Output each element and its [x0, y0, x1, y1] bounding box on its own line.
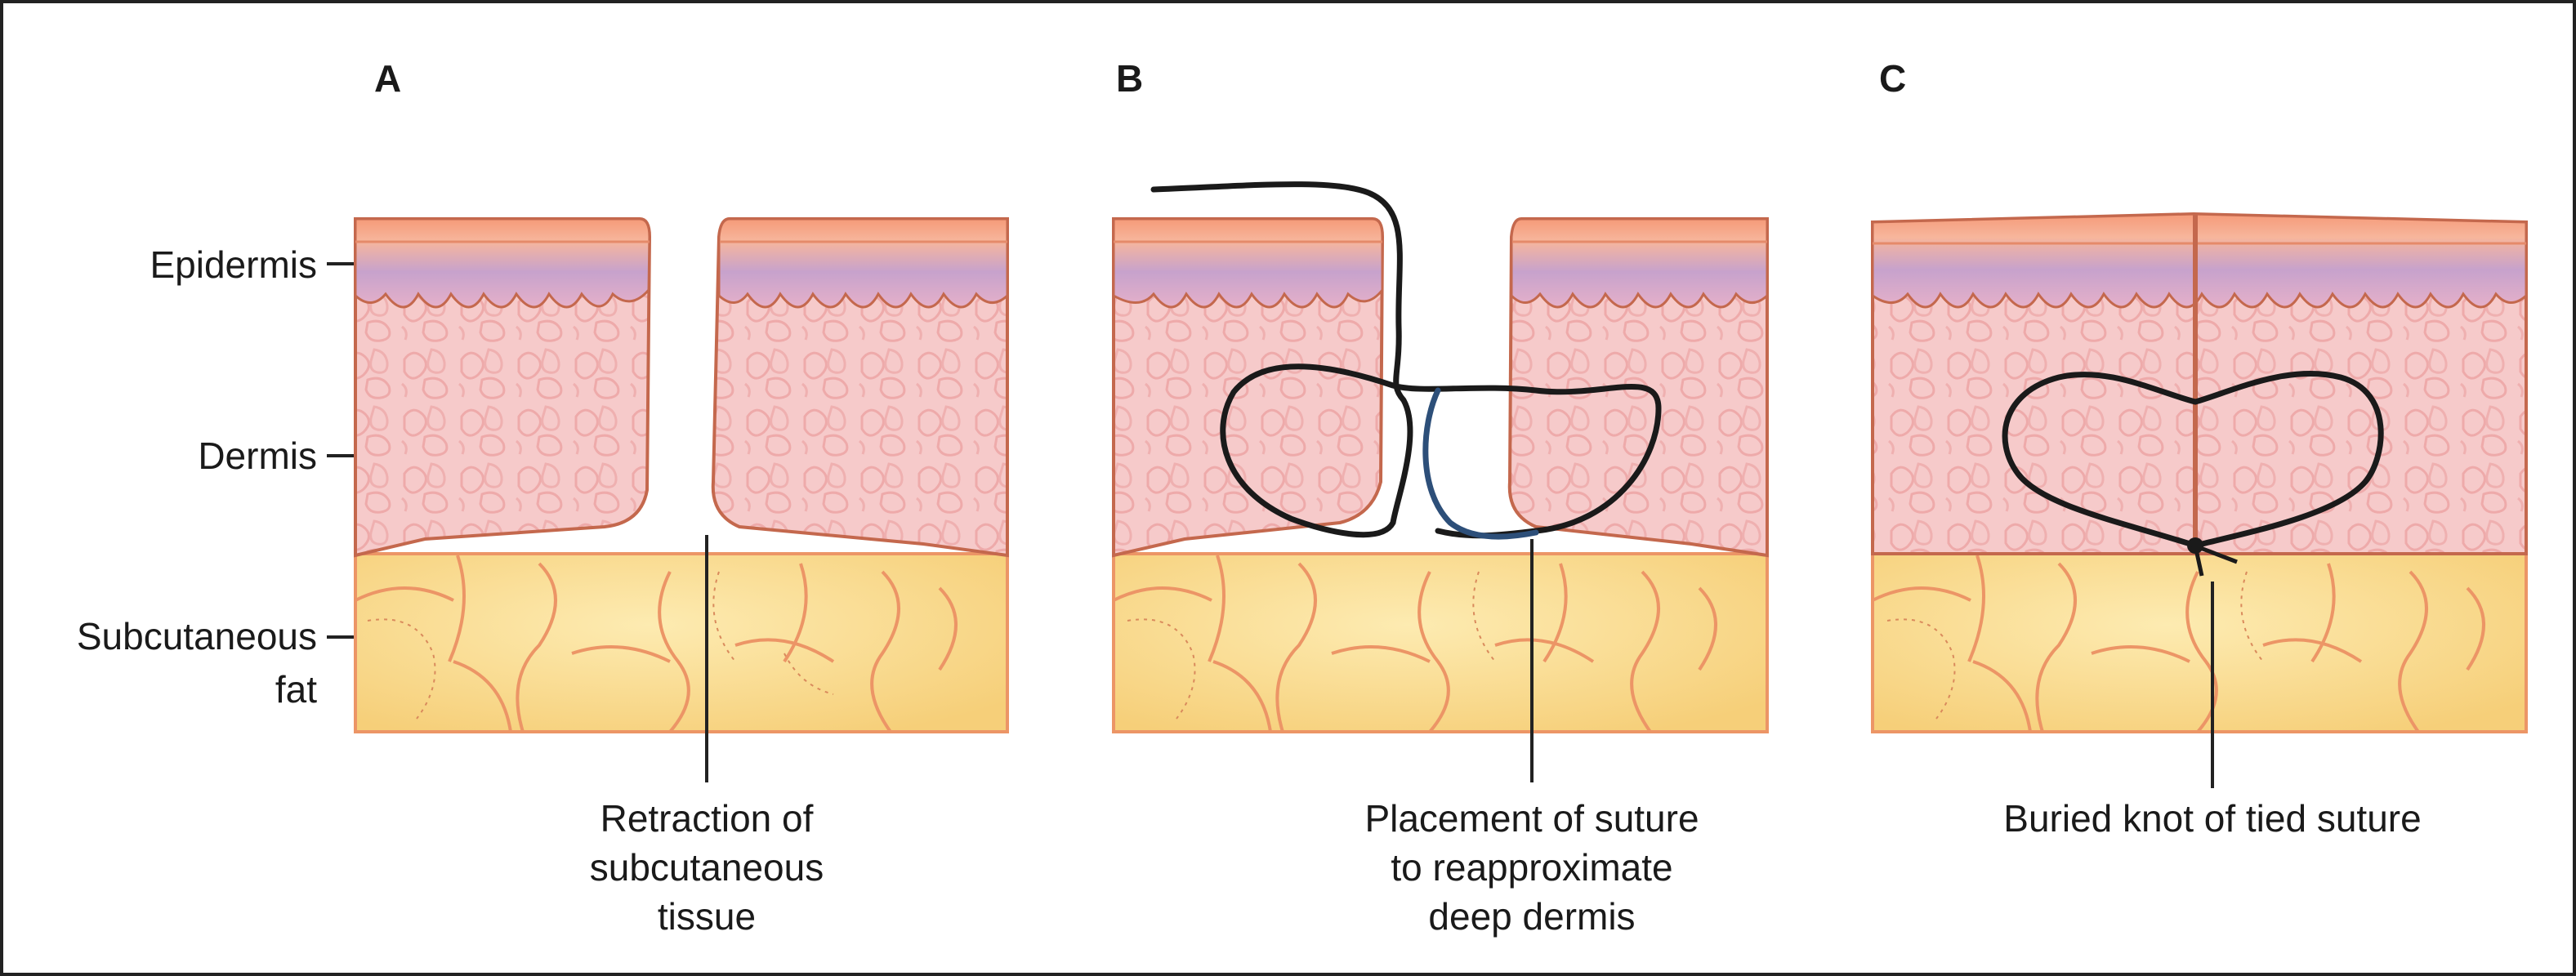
fat-layer-c	[1871, 552, 2528, 733]
suture-thread-b	[1150, 181, 1662, 539]
panel-letter-a: A	[374, 57, 401, 100]
fat-layer-a	[354, 552, 1009, 733]
callout-b-line2: to reapproximate	[1391, 846, 1672, 889]
callout-a-line1: Retraction of	[600, 797, 814, 840]
panel-b: Placement of suture to reapproximate dee…	[1112, 181, 1769, 938]
suture-loop-c	[2002, 370, 2384, 549]
fat-layer-b	[1112, 552, 1769, 733]
label-epidermis: Epidermis	[150, 243, 317, 286]
callout-a-line2: subcutaneous	[590, 846, 824, 889]
panel-a: Retraction of subcutaneous tissue	[354, 217, 1009, 938]
needle-b	[1422, 387, 1539, 540]
panel-c: Buried knot of tied suture	[1871, 212, 2528, 840]
skin-block-a-left	[354, 217, 652, 558]
callout-b-line1: Placement of suture	[1364, 797, 1699, 840]
callout-b-line3: deep dermis	[1428, 895, 1635, 938]
layer-labels: Epidermis Dermis Subcutaneous fat	[77, 243, 364, 711]
callout-a-line3: tissue	[658, 895, 756, 938]
suture-tail-1	[2176, 537, 2238, 564]
label-fat: fat	[275, 668, 317, 711]
suture-tail-2	[2193, 545, 2204, 577]
panel-letter-b: B	[1116, 57, 1143, 100]
label-dermis: Dermis	[198, 435, 317, 477]
callout-c-line1: Buried knot of tied suture	[2003, 797, 2421, 840]
panel-letter-c: C	[1879, 57, 1906, 100]
label-subcutaneous: Subcutaneous	[77, 615, 317, 657]
skin-block-a-right	[711, 217, 1009, 558]
skin-block-c	[1871, 212, 2528, 555]
skin-block-b-left	[1112, 217, 1385, 558]
